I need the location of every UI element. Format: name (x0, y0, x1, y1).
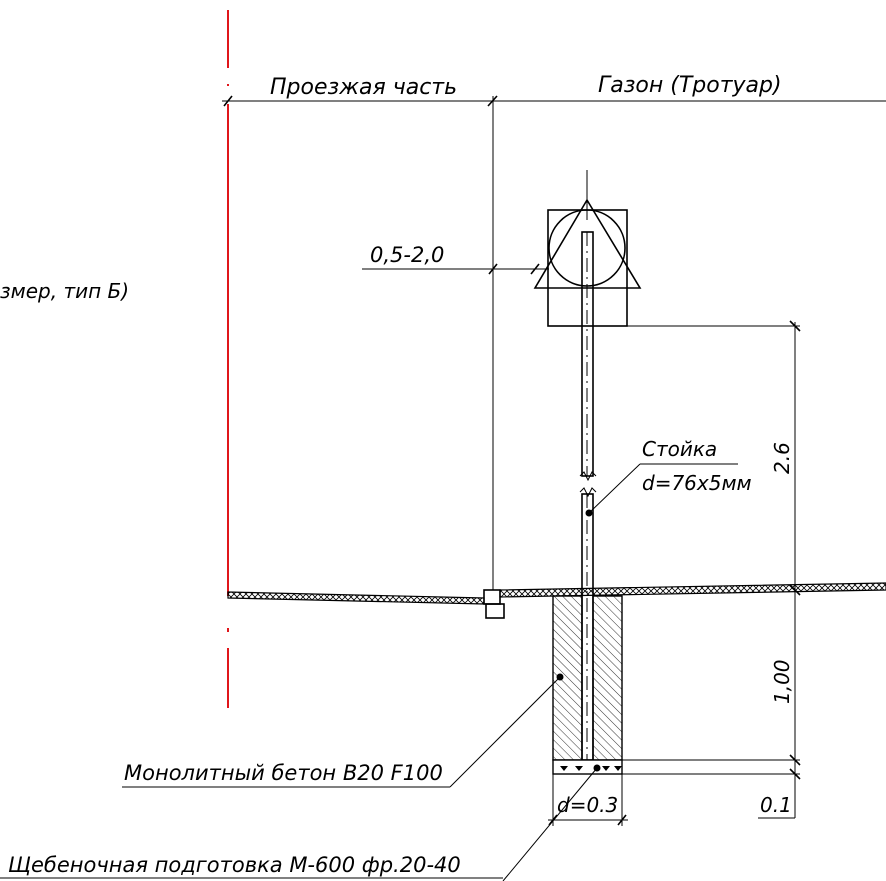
gabarit-label: змер, тип Б) (0, 279, 129, 303)
lawn-label: Газон (Тротуар) (598, 73, 782, 98)
gravel-base (552, 759, 623, 775)
road-sign (533, 170, 642, 327)
zone-dimension-line (222, 95, 886, 590)
foundation-width-dimension (548, 774, 628, 826)
gravel-label: Щебеночная подготовка М-600 фр.20-40 (8, 853, 461, 877)
carriageway-label: Проезжая часть (270, 75, 457, 100)
concrete-leader (122, 673, 564, 788)
clearance-dimension (362, 263, 549, 275)
post-leader (585, 463, 738, 517)
lawn-surface (499, 582, 886, 598)
post-title-label: Стойка (642, 437, 717, 461)
gravel-thickness-label: 0.1 (760, 793, 792, 817)
carriageway-surface (227, 591, 485, 605)
depth-dimension-label: 1,00 (770, 659, 794, 704)
post-diameter-label: d=76x5мм (642, 471, 752, 495)
height-dimension-label: 2.6 (770, 442, 794, 474)
concrete-label: Монолитный бетон B20 F100 (124, 761, 443, 785)
clearance-dimension-label: 0,5-2,0 (370, 243, 444, 267)
foundation-width-label: d=0.3 (557, 793, 618, 817)
height-dimension (622, 320, 801, 819)
